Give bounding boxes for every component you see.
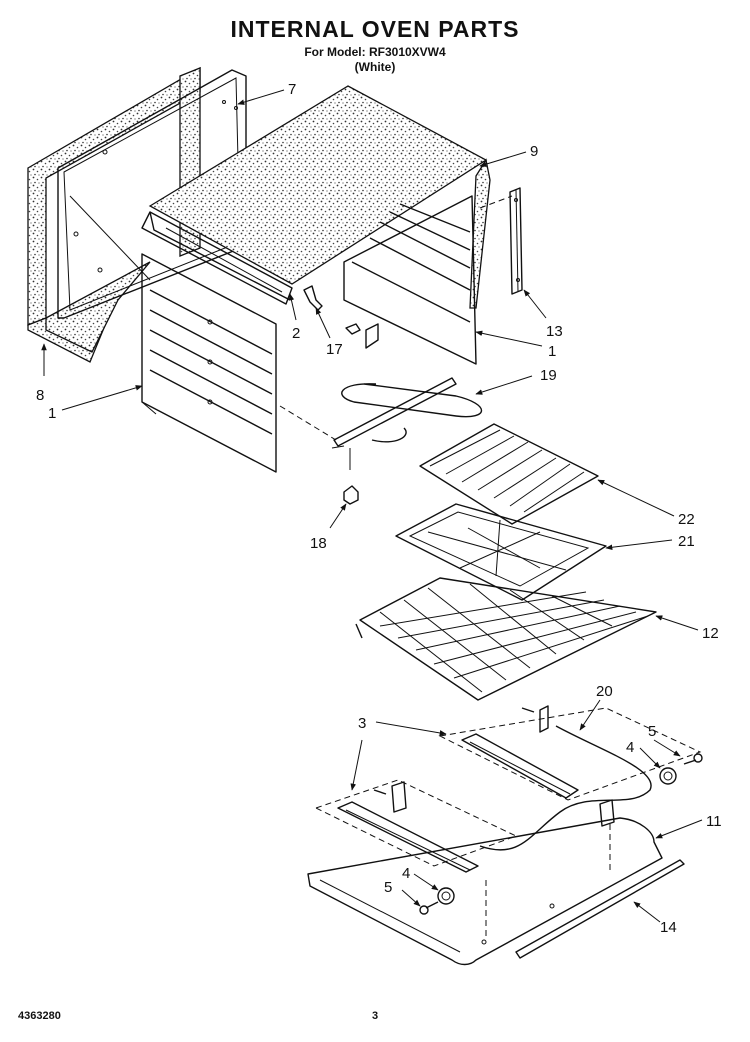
rack-rails: [149, 289, 273, 435]
callout-8: 8: [36, 387, 44, 404]
oven-bottom-part-11: [307, 817, 663, 966]
callout-labels: 7 9 8 1 2 17 13 1 19 18 22 21 12 20 3 5 …: [36, 81, 722, 936]
leader-lines: [41, 89, 703, 923]
callout-3: 3: [358, 715, 366, 732]
callout-4-upper: 4: [626, 739, 634, 756]
screw-part-5-upper: [683, 753, 703, 765]
callout-5-upper: 5: [648, 723, 656, 740]
color-line: (White): [354, 60, 396, 74]
trim-bracket-part-13: [479, 187, 523, 295]
broil-element-part-19: [279, 377, 483, 470]
terminal-part-18: [343, 485, 359, 505]
rack-wires: [379, 583, 649, 693]
callout-12: 12: [702, 625, 719, 642]
broil-pan-part-21: [395, 503, 607, 601]
screw-part-5-lower: [419, 901, 439, 915]
rear-insulation-part-8: [27, 66, 201, 363]
element-bracket-part-3: [314, 733, 579, 873]
document-number: 4363280: [18, 1010, 61, 1022]
trim-strip-part-14: [515, 859, 685, 959]
broil-pan-grid-part-22: [419, 423, 599, 525]
callout-20: 20: [596, 683, 613, 700]
callout-9: 9: [530, 143, 538, 160]
page-number: 3: [372, 1010, 379, 1022]
callout-17: 17: [326, 341, 343, 358]
callout-1-right: 1: [548, 343, 556, 360]
callout-5-lower: 5: [384, 879, 392, 896]
bake-element-part-20: [438, 705, 702, 851]
callout-4-lower: 4: [402, 865, 410, 882]
callout-1-left: 1: [48, 405, 56, 422]
top-insulation-part-9: [148, 85, 491, 309]
bracket-part-17: [303, 285, 323, 311]
insulator-part-4-lower: [437, 887, 455, 905]
callout-18: 18: [310, 535, 327, 552]
model-line: For Model: RF3010XVW4: [304, 45, 446, 59]
oven-rack-part-12: [355, 577, 657, 701]
liner-side-wall-part-1-right: [343, 195, 477, 365]
callout-21: 21: [678, 533, 695, 550]
callout-7: 7: [288, 81, 296, 98]
callout-13: 13: [546, 323, 563, 340]
oven-liner-part-2: [141, 211, 293, 305]
callout-19: 19: [540, 367, 557, 384]
callout-22: 22: [678, 511, 695, 528]
callout-14: 14: [660, 919, 677, 936]
insulator-part-4-upper: [659, 767, 677, 785]
liner-side-wall-part-1-left: [141, 253, 277, 473]
element-bracket: [345, 323, 379, 349]
callout-2: 2: [292, 325, 300, 342]
page-title: INTERNAL OVEN PARTS: [230, 16, 520, 42]
callout-11: 11: [706, 813, 722, 830]
